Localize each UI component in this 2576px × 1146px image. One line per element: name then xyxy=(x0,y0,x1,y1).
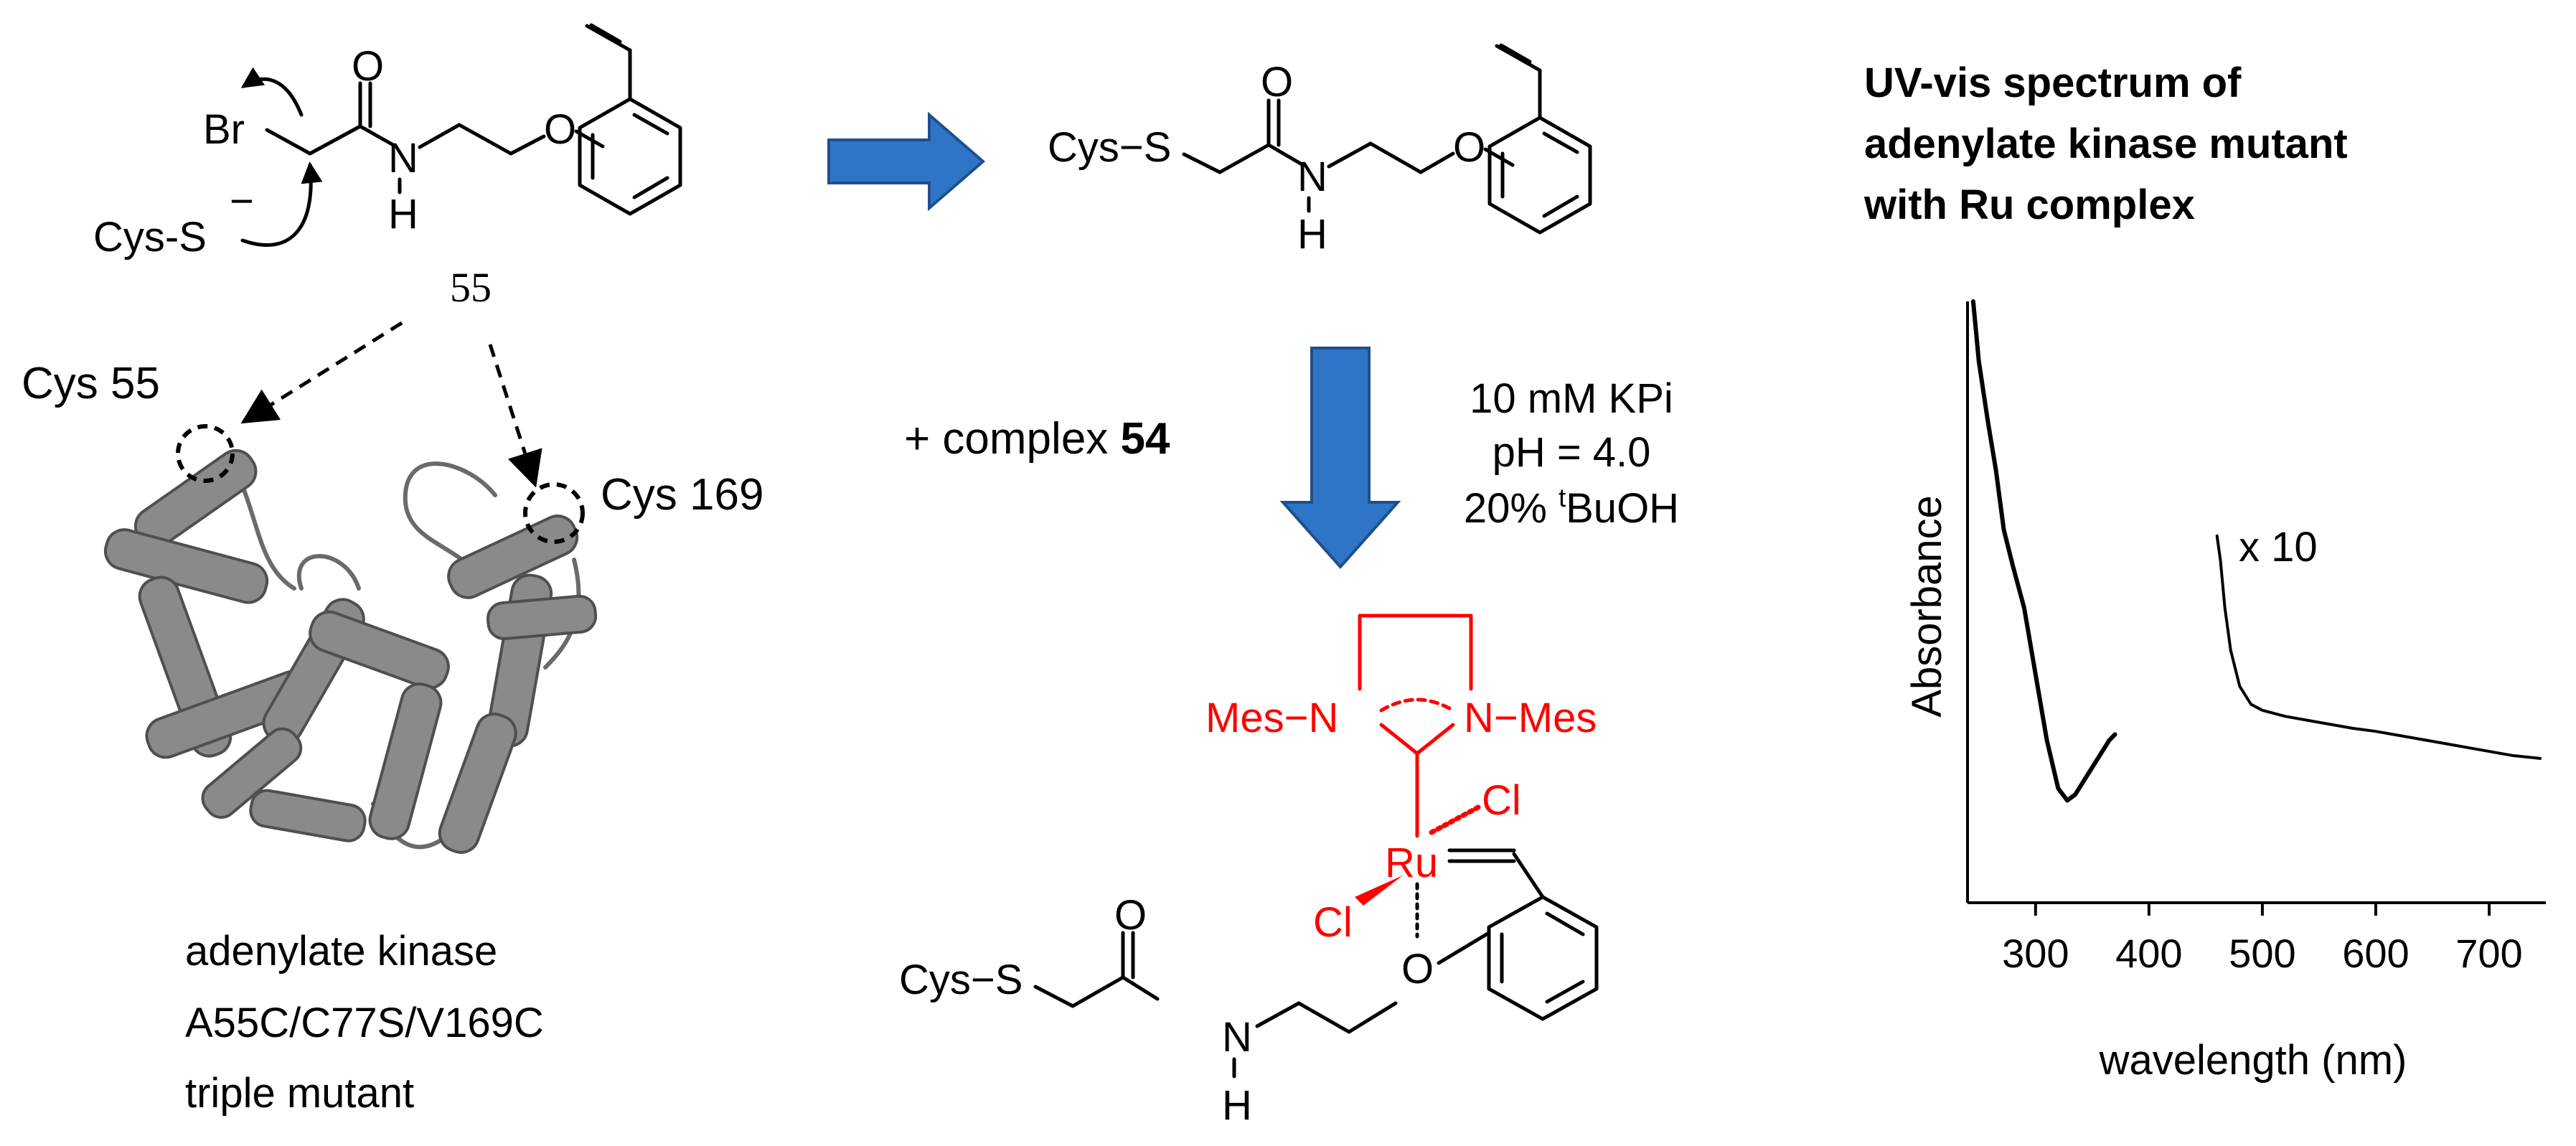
complex-ether-oxygen-label: O xyxy=(1401,946,1434,992)
dashed-arrow-to-cys55 xyxy=(240,321,403,424)
product-amide-n-label: N xyxy=(1297,154,1327,200)
x-tick-label: 600 xyxy=(2342,931,2409,976)
protein-caption-line3: triple mutant xyxy=(185,1070,414,1117)
complex-carbonyl-oxygen-label: O xyxy=(1114,892,1147,939)
nucleophilic-attack-arrow xyxy=(240,161,323,247)
blue-right-arrow xyxy=(827,111,986,212)
amide-n-label: N xyxy=(388,135,418,182)
spectrum-x-axis-label: wavelength (nm) xyxy=(2099,1037,2407,1084)
uv-vis-spectrum-panel: UV-vis spectrum of adenylate kinase muta… xyxy=(1863,60,2546,1084)
cys-s-nucleophile-label: Cys-S xyxy=(93,214,207,260)
ru-metal-label: Ru xyxy=(1385,840,1438,886)
cl-left-label: Cl xyxy=(1313,899,1353,946)
spectrum-annotation-x10: x 10 xyxy=(2239,524,2318,570)
x-tick-label: 400 xyxy=(2115,931,2182,976)
x-tick-label: 500 xyxy=(2229,931,2295,976)
product-cys-s-label: Cys−S xyxy=(1048,124,1171,171)
additive-label: + complex 54 xyxy=(904,414,1170,464)
spectrum-y-axis-label: Absorbance xyxy=(1904,495,1950,718)
n-mes-right-label: N−Mes xyxy=(1464,695,1597,741)
cys169-site-label: Cys 169 xyxy=(601,470,763,520)
cys55-site-circle xyxy=(176,424,235,483)
spectrum-trace-main xyxy=(1970,299,2117,803)
condition-buffer: 10 mM KPi xyxy=(1470,375,1673,422)
spectrum-trace-x10 xyxy=(2215,534,2542,760)
mes-n-left-label: Mes−N xyxy=(1205,695,1338,741)
cys169-site-circle xyxy=(523,482,585,544)
complex-cys-s-label: Cys−S xyxy=(899,957,1023,1003)
spectrum-title-line2: adenylate kinase mutant xyxy=(1864,121,2348,167)
amide-h-label: H xyxy=(388,191,418,238)
cosolvent-superscript: t xyxy=(1559,483,1566,512)
cys55-site-label: Cys 55 xyxy=(22,359,160,408)
product-amide-h-label: H xyxy=(1297,211,1327,258)
protein-caption-line2: A55C/C77S/V169C xyxy=(185,1000,544,1046)
conjugate-product-structure: Cys−S O N H O xyxy=(1048,43,1592,258)
blue-down-arrow xyxy=(1279,347,1401,570)
carbonyl-oxygen-label: O xyxy=(352,43,384,90)
x-tick-label: 700 xyxy=(2455,931,2522,976)
bromine-label: Br xyxy=(203,106,245,153)
ether-oxygen-label: O xyxy=(544,106,576,153)
spectrum-title-line1: UV-vis spectrum of xyxy=(1864,60,2242,106)
product-ether-oxygen-label: O xyxy=(1453,124,1485,171)
cosolvent-name: BuOH xyxy=(1566,485,1679,532)
dashed-arrow-to-cys169 xyxy=(488,344,542,488)
adenylate-kinase-protein: Cys 55 Cys 169 xyxy=(22,359,763,1117)
condition-cosolvent: 20% tBuOH xyxy=(1464,483,1679,532)
complex-amide-h-label: H xyxy=(1222,1082,1252,1129)
ru-complex-structure: Mes−N N−Mes Ru Cl Cl O Cys−S O N xyxy=(899,614,1599,1129)
thiolate-charge-label: − xyxy=(230,178,254,225)
spectrum-chart: 300 400 500 600 700 xyxy=(1966,299,2546,976)
protein-caption-line1: adenylate kinase xyxy=(185,928,497,974)
product-carbonyl-oxygen-label: O xyxy=(1261,59,1293,105)
spectrum-title-line3: with Ru complex xyxy=(1863,182,2195,228)
condition-ph: pH = 4.0 xyxy=(1493,429,1651,476)
cosolvent-percent: 20% xyxy=(1464,485,1559,532)
cl-top-label: Cl xyxy=(1482,777,1521,824)
compound-55-label: 55 xyxy=(450,264,492,311)
x-tick-label: 300 xyxy=(2002,931,2069,976)
additive-prefix: + complex xyxy=(904,414,1121,464)
reagent-55-structure: Br O N H O Cys-S − 55 xyxy=(93,23,682,311)
leaving-group-arrow xyxy=(240,67,304,117)
additive-number: 54 xyxy=(1121,414,1170,464)
complex-amide-n-label: N xyxy=(1222,1014,1252,1061)
